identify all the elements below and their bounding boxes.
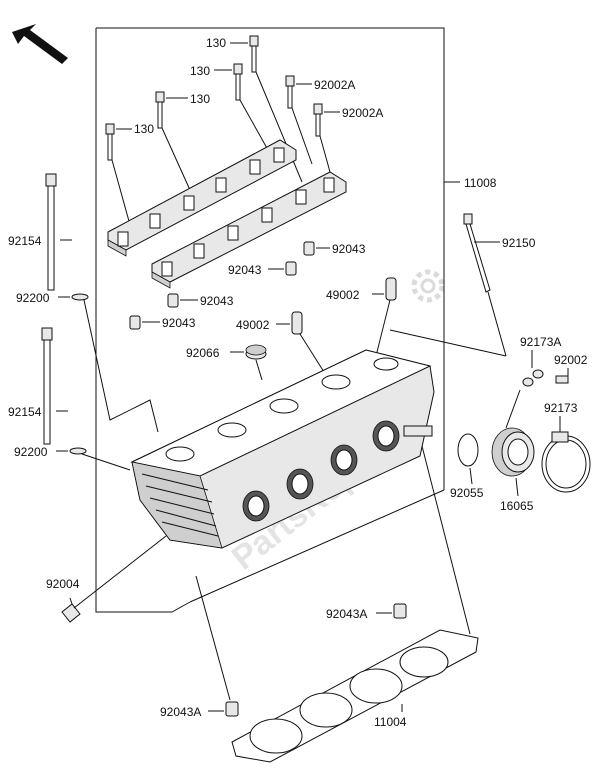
bolt-92002A-a (285, 75, 312, 109)
label-92043A-a: 92043A (326, 607, 367, 621)
bolt-leaders (111, 71, 331, 233)
oil-seal-92066 (230, 344, 267, 381)
label-92002A-a: 92002A (314, 78, 355, 92)
washer-92200-upper (58, 293, 89, 301)
label-92173A: 92173A (520, 335, 561, 349)
label-92043A-b: 92043A (160, 705, 201, 719)
dowel-92043A-a (376, 603, 407, 619)
head-gasket-11004 (231, 445, 479, 763)
label-92150: 92150 (502, 236, 536, 250)
label-92154-upper: 92154 (8, 234, 42, 248)
label-92004: 92004 (46, 577, 80, 591)
label-92043-d: 92043 (162, 316, 196, 330)
washer-92173A (522, 350, 544, 387)
label-130-d: 130 (134, 122, 154, 136)
label-49002-a: 49002 (326, 288, 360, 302)
label-11008: 11008 (464, 176, 497, 190)
bolt-92154-upper (45, 173, 72, 291)
stud-92004 (61, 535, 167, 623)
screw-92002 (555, 368, 569, 384)
sensor-49002-b (276, 311, 325, 373)
label-92200-upper: 92200 (16, 291, 50, 305)
assembly-frame (95, 27, 460, 613)
bolt-92150 (389, 213, 507, 357)
holder-16065 (491, 389, 535, 497)
label-92043-b: 92043 (228, 263, 262, 277)
label-11004: 11004 (374, 715, 407, 729)
label-130-c: 130 (190, 92, 210, 106)
camshaft-cap-lower (151, 171, 347, 289)
bolt-130-a (230, 35, 259, 73)
label-92154-lower: 92154 (8, 405, 42, 419)
label-92002A-b: 92002A (342, 106, 383, 120)
bolt-92154-lower (41, 327, 68, 445)
dowel-92043A-b (195, 575, 239, 717)
label-16065: 16065 (500, 499, 534, 513)
dowel-92043-d (129, 315, 160, 330)
label-92002: 92002 (554, 353, 588, 367)
dowel-92043-a (303, 241, 330, 256)
gear-icon (411, 269, 445, 303)
label-92066: 92066 (186, 346, 220, 360)
sensor-49002-a (372, 277, 397, 357)
bolt-130-b (214, 63, 243, 101)
bolt-130-d (105, 123, 132, 161)
arrow-up-left-icon (12, 24, 68, 64)
o-ring-92055 (457, 433, 479, 485)
dowel-92043-b (268, 261, 297, 276)
label-49002-b: 49002 (236, 318, 270, 332)
label-92043-a: 92043 (332, 242, 366, 256)
label-92055: 92055 (450, 486, 484, 500)
cylinder-head (130, 349, 435, 549)
head-bolt-leaders (81, 299, 159, 471)
label-130-b: 130 (190, 64, 210, 78)
camshaft-cap-upper (107, 139, 297, 257)
dowel-92043-c (167, 293, 198, 308)
label-92200-lower: 92200 (14, 445, 48, 459)
label-92043-c: 92043 (200, 294, 234, 308)
part-labels: 130 130 130 130 92002A 92002A 11008 9215… (8, 36, 588, 729)
bolt-130-c (155, 91, 188, 129)
washer-92200-lower (56, 447, 87, 455)
label-92173: 92173 (544, 401, 578, 415)
clamp-92173 (541, 416, 591, 493)
bolt-92002A-b (313, 103, 340, 137)
label-130-a: 130 (206, 36, 226, 50)
